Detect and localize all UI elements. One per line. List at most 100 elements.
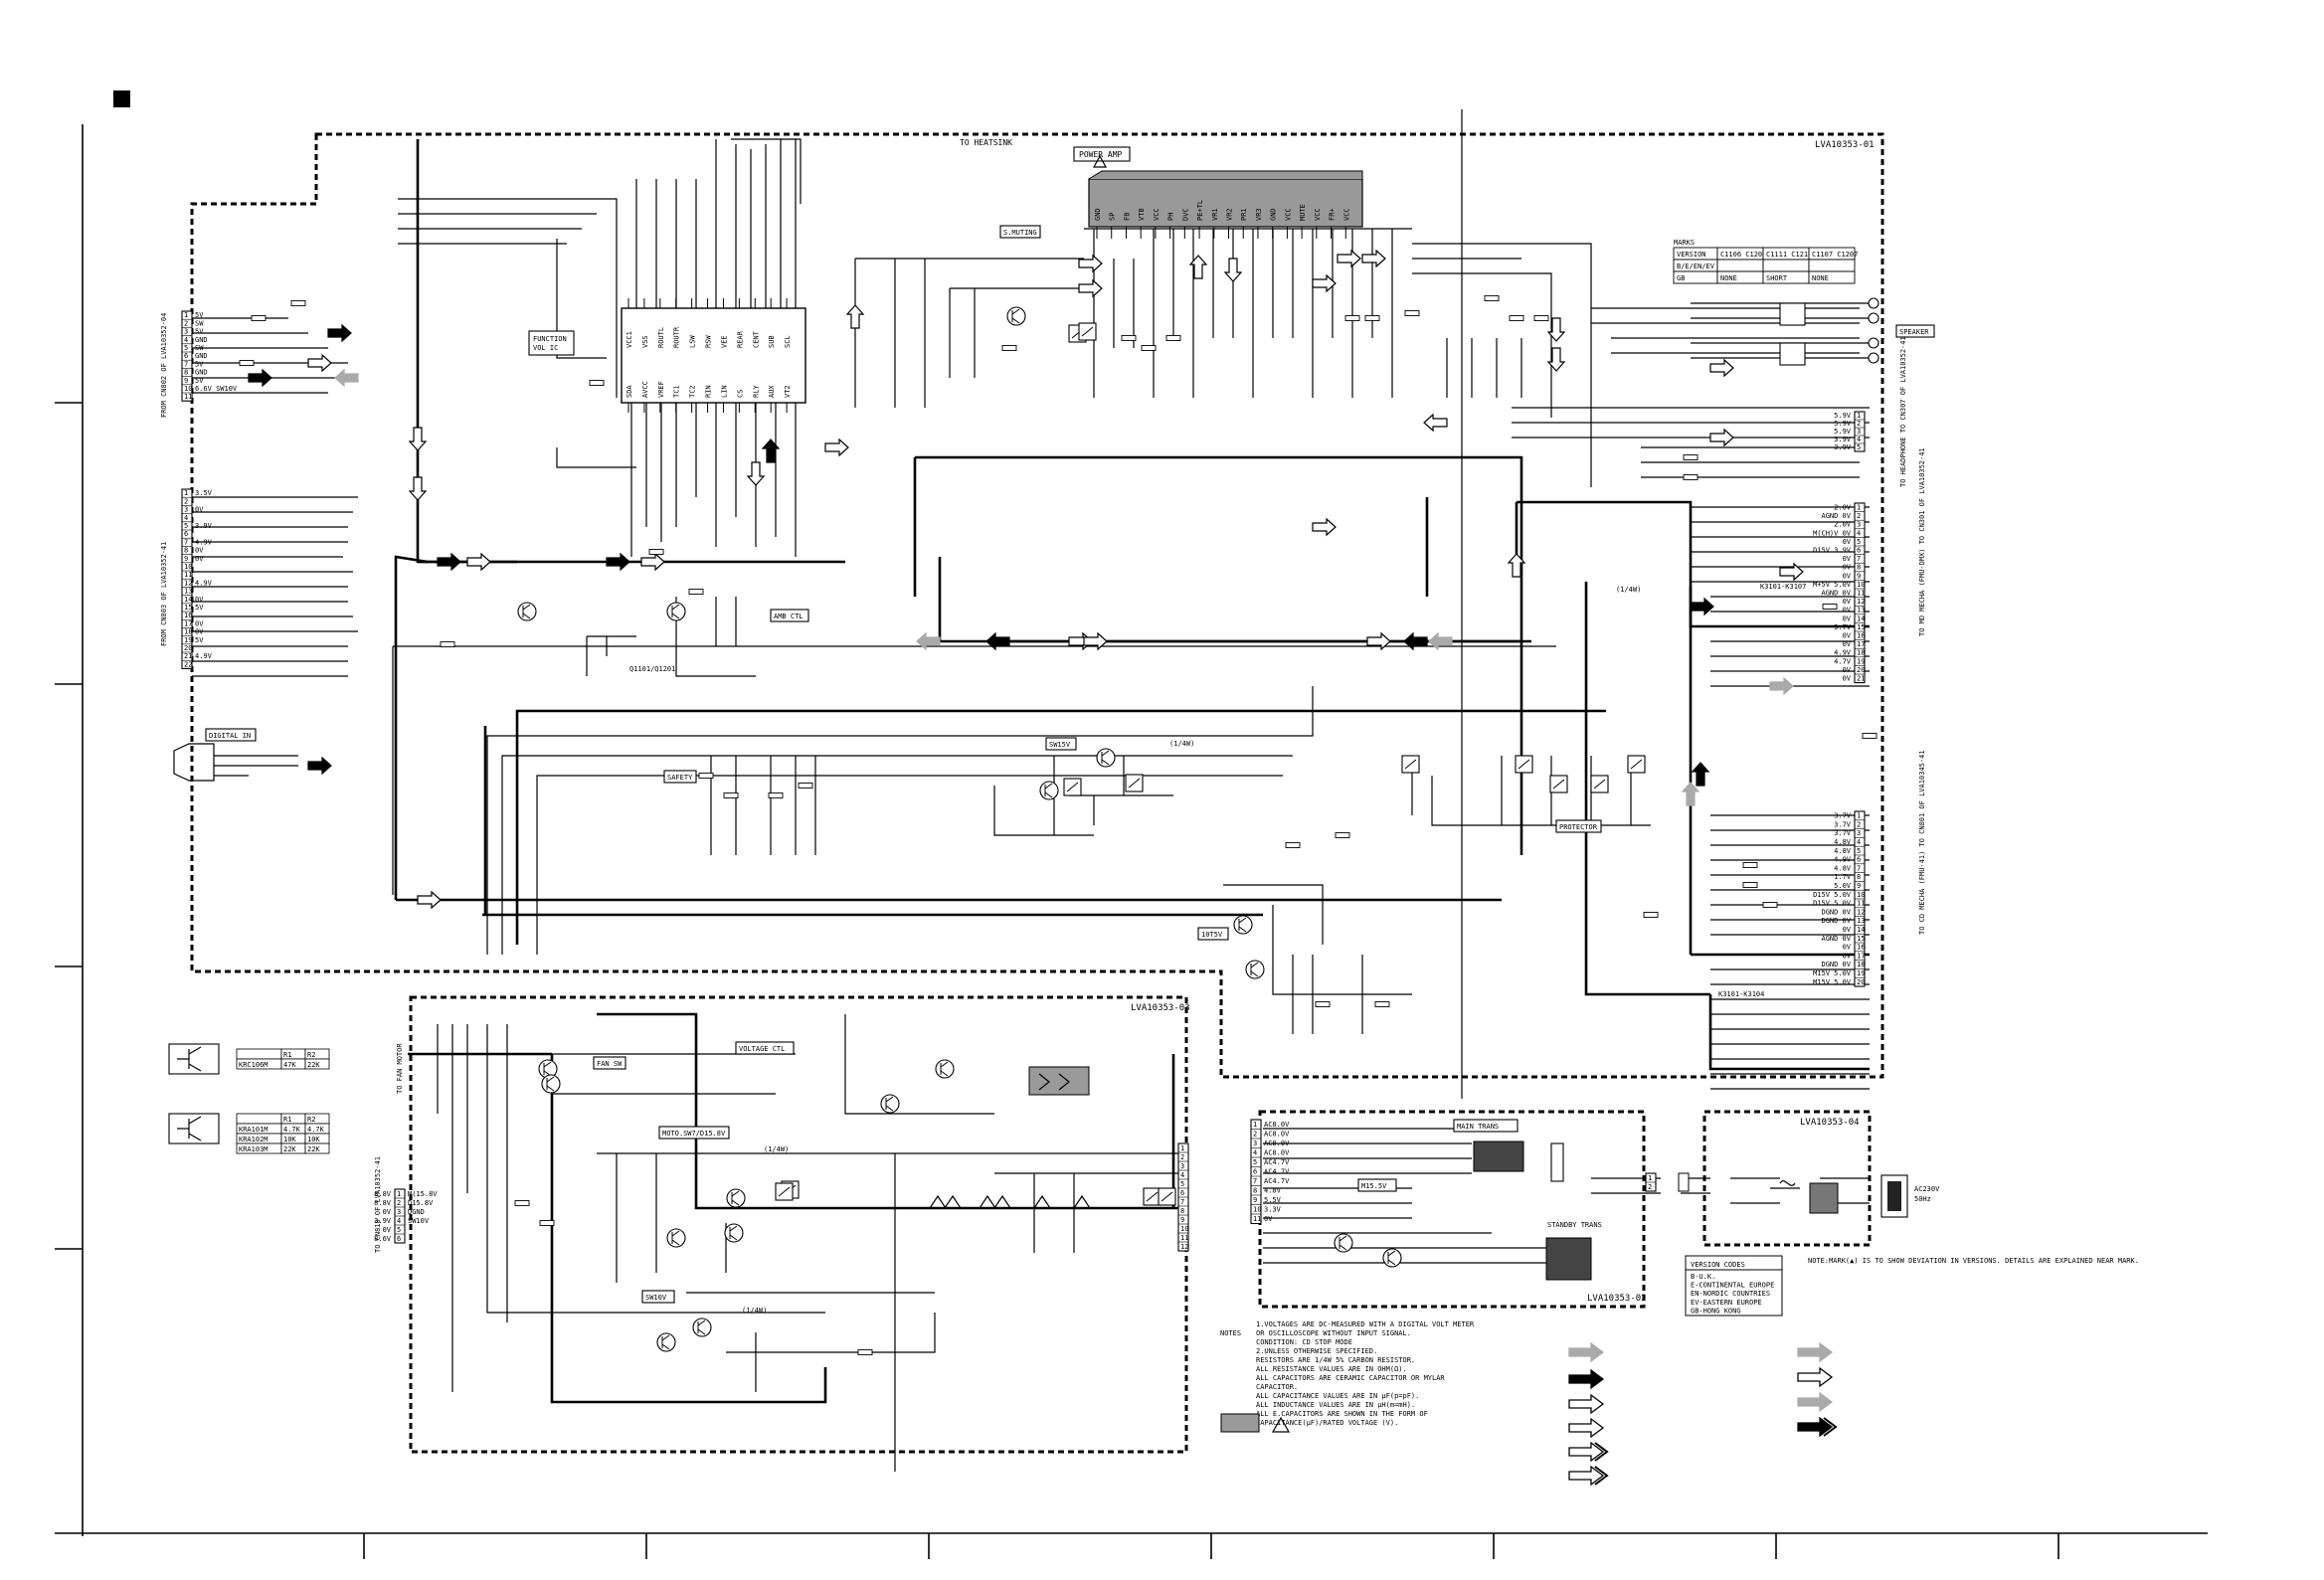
connector-net-label: D15V 3.9V bbox=[1813, 546, 1852, 554]
connector-net-label: 3.5V bbox=[195, 489, 213, 497]
transistor-table-cell: R2 bbox=[307, 1051, 315, 1059]
version-code-item: GB-HONG KONG bbox=[1691, 1307, 1741, 1315]
connector-net-label: 4.8V bbox=[1834, 847, 1852, 855]
transistor-table-cell: 4.7K bbox=[307, 1126, 325, 1134]
connector-pin-number: 4 bbox=[1857, 436, 1861, 443]
connector-signal-label: AC8.0V bbox=[1264, 1131, 1290, 1139]
power-amp-pin-label: PE+TL bbox=[1196, 200, 1204, 221]
function-ic-pin-label: ROUTL bbox=[657, 327, 665, 348]
function-ic-pin-label: RSW bbox=[705, 335, 713, 348]
transistor-table-cell: KRA101M bbox=[239, 1126, 268, 1134]
power-amp-pin-label: DVC bbox=[1181, 208, 1189, 221]
svg-text:PROTECTOR: PROTECTOR bbox=[1559, 823, 1598, 831]
connector-pin-number: 17 bbox=[1857, 640, 1865, 648]
connector-pin-number: 5 bbox=[184, 344, 188, 352]
connector-net-label: 3.7V bbox=[1834, 623, 1852, 631]
connector-pin-number: 6 bbox=[184, 352, 188, 360]
connector-pin-number: 15 bbox=[1857, 935, 1865, 943]
connector-net-label: 0V bbox=[1843, 614, 1852, 622]
function-ic-pin-label: AVCC bbox=[641, 381, 649, 398]
connector-pin-number: 13 bbox=[1857, 917, 1865, 925]
version-code-item: B-U.K. bbox=[1691, 1273, 1715, 1281]
function-ic-pin-label: ROUTR bbox=[673, 326, 681, 348]
power-amp-label: POWER AMP bbox=[1073, 146, 1131, 162]
connector-pin-number: 5 bbox=[1857, 443, 1861, 451]
connector-net-label: 0V bbox=[1843, 640, 1852, 648]
connector-net-label: GND bbox=[195, 352, 208, 360]
function-ic-pin-label: VT2 bbox=[784, 385, 792, 398]
connector-pin-number: 5 bbox=[397, 1226, 401, 1234]
transistor-table-cell: R1 bbox=[283, 1051, 291, 1059]
connector-pin-number: 1 bbox=[1253, 1121, 1257, 1129]
svg-text:SAFETY: SAFETY bbox=[667, 774, 693, 782]
function-ic-pin-label: VCC1 bbox=[626, 331, 633, 348]
speaker-label: SPEAKER bbox=[1895, 324, 1935, 338]
resistor-symbols bbox=[239, 295, 1877, 1355]
function-ic-pin-label: CS bbox=[736, 390, 744, 398]
connector-pin-number: 7 bbox=[1253, 1177, 1257, 1185]
version-code-item: EV-EASTERN EUROPE bbox=[1691, 1299, 1762, 1307]
notes-line: ALL CAPACITORS ARE CERAMIC CAPACITOR OR … bbox=[1256, 1374, 1445, 1382]
svg-text:S.MUTING: S.MUTING bbox=[1003, 229, 1037, 237]
legend-arrows bbox=[1568, 1341, 1838, 1487]
connector-net-label: AGND 0V bbox=[1821, 512, 1851, 520]
connector-pin-number: 7 bbox=[184, 360, 188, 368]
connector-pin-number: 10 bbox=[1180, 1225, 1188, 1233]
motor-reg-label: MOTO.SW7/D15.8V bbox=[658, 1126, 730, 1140]
connector-signal-label: 3.3V bbox=[1264, 1206, 1282, 1214]
reg-5v-label: 10T5V bbox=[1197, 927, 1229, 941]
connector-net-label: 8.6V bbox=[374, 1235, 392, 1243]
connector-net-label: 4.9V bbox=[195, 579, 213, 587]
svg-text:MAIN TRANS: MAIN TRANS bbox=[1457, 1123, 1499, 1131]
connector-pin-number: 18 bbox=[1857, 961, 1865, 968]
marks-title: MARKS bbox=[1674, 239, 1695, 247]
to-md-mecha-label: TO MD MECHA (FMU-DMX) TO CN301 OF LVA103… bbox=[1918, 447, 1926, 636]
connector-net-label: 5V bbox=[195, 604, 204, 612]
connector-net-label: 0V bbox=[1843, 674, 1852, 682]
connector-net-label: 5V bbox=[195, 360, 204, 368]
transistor-table-cell: 10K bbox=[283, 1136, 296, 1143]
connector-pin-number: 9 bbox=[1180, 1216, 1184, 1224]
connector-net-label: 0V bbox=[1843, 631, 1852, 639]
function-ic-pin-label: VEE bbox=[720, 335, 728, 348]
connector-net-label: 0V bbox=[1843, 598, 1852, 606]
connector-signal-label: AC4.7V bbox=[1264, 1177, 1290, 1185]
connector-pin-number: 1 bbox=[1857, 812, 1861, 820]
connector-pin-number: 2 bbox=[1857, 820, 1861, 828]
marks-cell: VERSION bbox=[1677, 251, 1706, 259]
connector-pin-number: 10 bbox=[184, 563, 192, 571]
connector-pin-number: 20 bbox=[184, 644, 192, 652]
connector-net-label: DGND 0V bbox=[1821, 961, 1851, 968]
power-amp-pin-label: PH bbox=[1167, 213, 1175, 221]
connector-pin-number: 9 bbox=[184, 555, 188, 563]
connector-pin-number: 2 bbox=[184, 497, 188, 505]
connector-pin-number: 11 bbox=[1253, 1215, 1261, 1223]
notes-line: ALL RESISTANCE VALUES ARE IN OHM(Ω). bbox=[1256, 1365, 1407, 1373]
connector-pin-number: 4 bbox=[397, 1217, 401, 1225]
connector-pin-number: 12 bbox=[1857, 908, 1865, 916]
connector-pin-number: 3 bbox=[184, 506, 188, 514]
notes-line: OR OSCILLOSCOPE WITHOUT INPUT SIGNAL. bbox=[1256, 1329, 1411, 1337]
to-fan-motor-label: TO FAN MOTOR bbox=[396, 1043, 404, 1094]
connector-pin-number: 14 bbox=[184, 596, 192, 604]
connector-signal-label: 0V bbox=[1264, 1215, 1273, 1223]
connector-net-label: 5V bbox=[195, 377, 204, 385]
connector-net-label: DGND 0V bbox=[1821, 917, 1851, 925]
connector-pin-number: 2 bbox=[1857, 420, 1861, 428]
notes-line: ALL INDUCTANCE VALUES ARE IN µH(m=mH). bbox=[1256, 1401, 1415, 1409]
connector-net-label: 5.9V bbox=[1834, 428, 1852, 436]
function-ic-pin-label: LIN bbox=[720, 385, 728, 398]
sw10v-label: SW10V bbox=[641, 1290, 675, 1304]
connector-pin-number: 19 bbox=[1857, 657, 1865, 665]
connector-net-label: 0V bbox=[1843, 538, 1852, 546]
k3101-3104-ref: K3101-K3104 bbox=[1718, 990, 1764, 998]
connector-signal-label: AC8.0V bbox=[1264, 1121, 1290, 1129]
digital-in-label: DIGITAL IN bbox=[205, 728, 257, 742]
main-board-outline bbox=[190, 132, 1884, 1079]
connector-net-label: 0V bbox=[195, 555, 204, 563]
connector-pin-number: 2 bbox=[1857, 512, 1861, 520]
svg-text:AMB CTL: AMB CTL bbox=[774, 613, 804, 620]
power-amp-pin-label: VTB bbox=[1138, 208, 1146, 221]
